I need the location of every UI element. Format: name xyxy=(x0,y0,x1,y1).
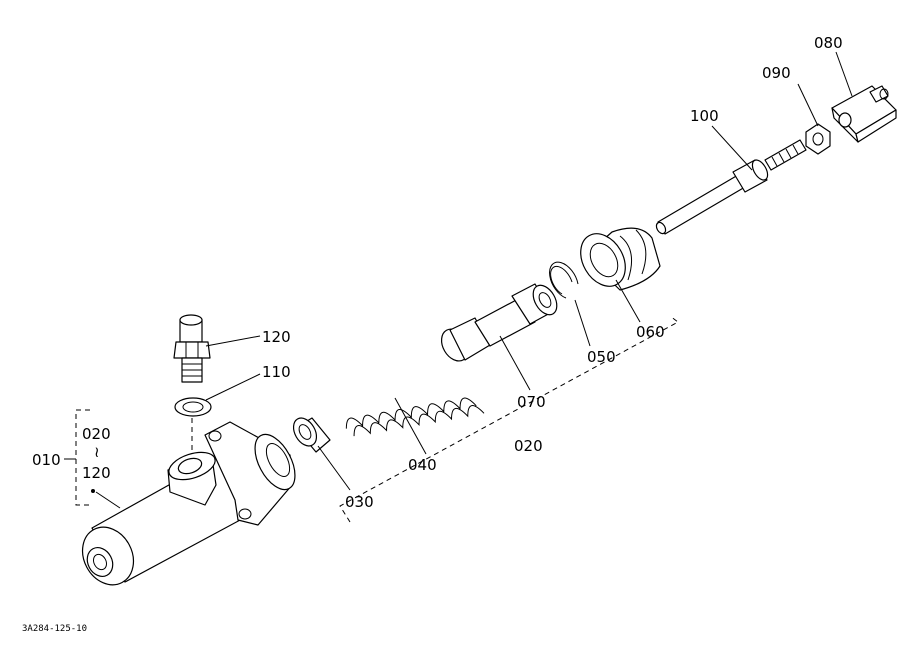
callout-090: 090 xyxy=(762,64,791,82)
range-bracket xyxy=(64,409,90,506)
union-fitting xyxy=(173,314,211,383)
leader-dot xyxy=(91,489,95,493)
range-to-label: 120 xyxy=(82,464,111,482)
leader-lines xyxy=(91,51,853,509)
callout-120: 120 xyxy=(262,328,291,346)
piston xyxy=(440,283,558,362)
callout-020: 020 xyxy=(514,437,543,455)
range-from-label: 020 xyxy=(82,425,111,443)
callout-070: 070 xyxy=(517,393,546,411)
figure-id: 3A284-125-10 xyxy=(22,624,87,634)
callout-030: 030 xyxy=(345,493,374,511)
push-rod xyxy=(655,139,807,235)
callout-060: 060 xyxy=(636,323,665,341)
retainer xyxy=(292,417,331,453)
clevis xyxy=(831,85,897,143)
range-tilde: ≀ xyxy=(94,443,100,461)
callout-050: 050 xyxy=(587,348,616,366)
spring xyxy=(345,397,485,437)
callout-110: 110 xyxy=(262,363,291,381)
washer xyxy=(174,397,212,417)
boot xyxy=(580,227,661,291)
callout-080: 080 xyxy=(814,34,843,52)
subassembly-bracket xyxy=(339,315,679,523)
callout-010: 010 xyxy=(32,451,61,469)
snap-ring xyxy=(549,261,579,299)
nut xyxy=(805,123,831,155)
callout-100: 100 xyxy=(690,107,719,125)
callout-040: 040 xyxy=(408,456,437,474)
master-cylinder-body xyxy=(81,421,296,586)
